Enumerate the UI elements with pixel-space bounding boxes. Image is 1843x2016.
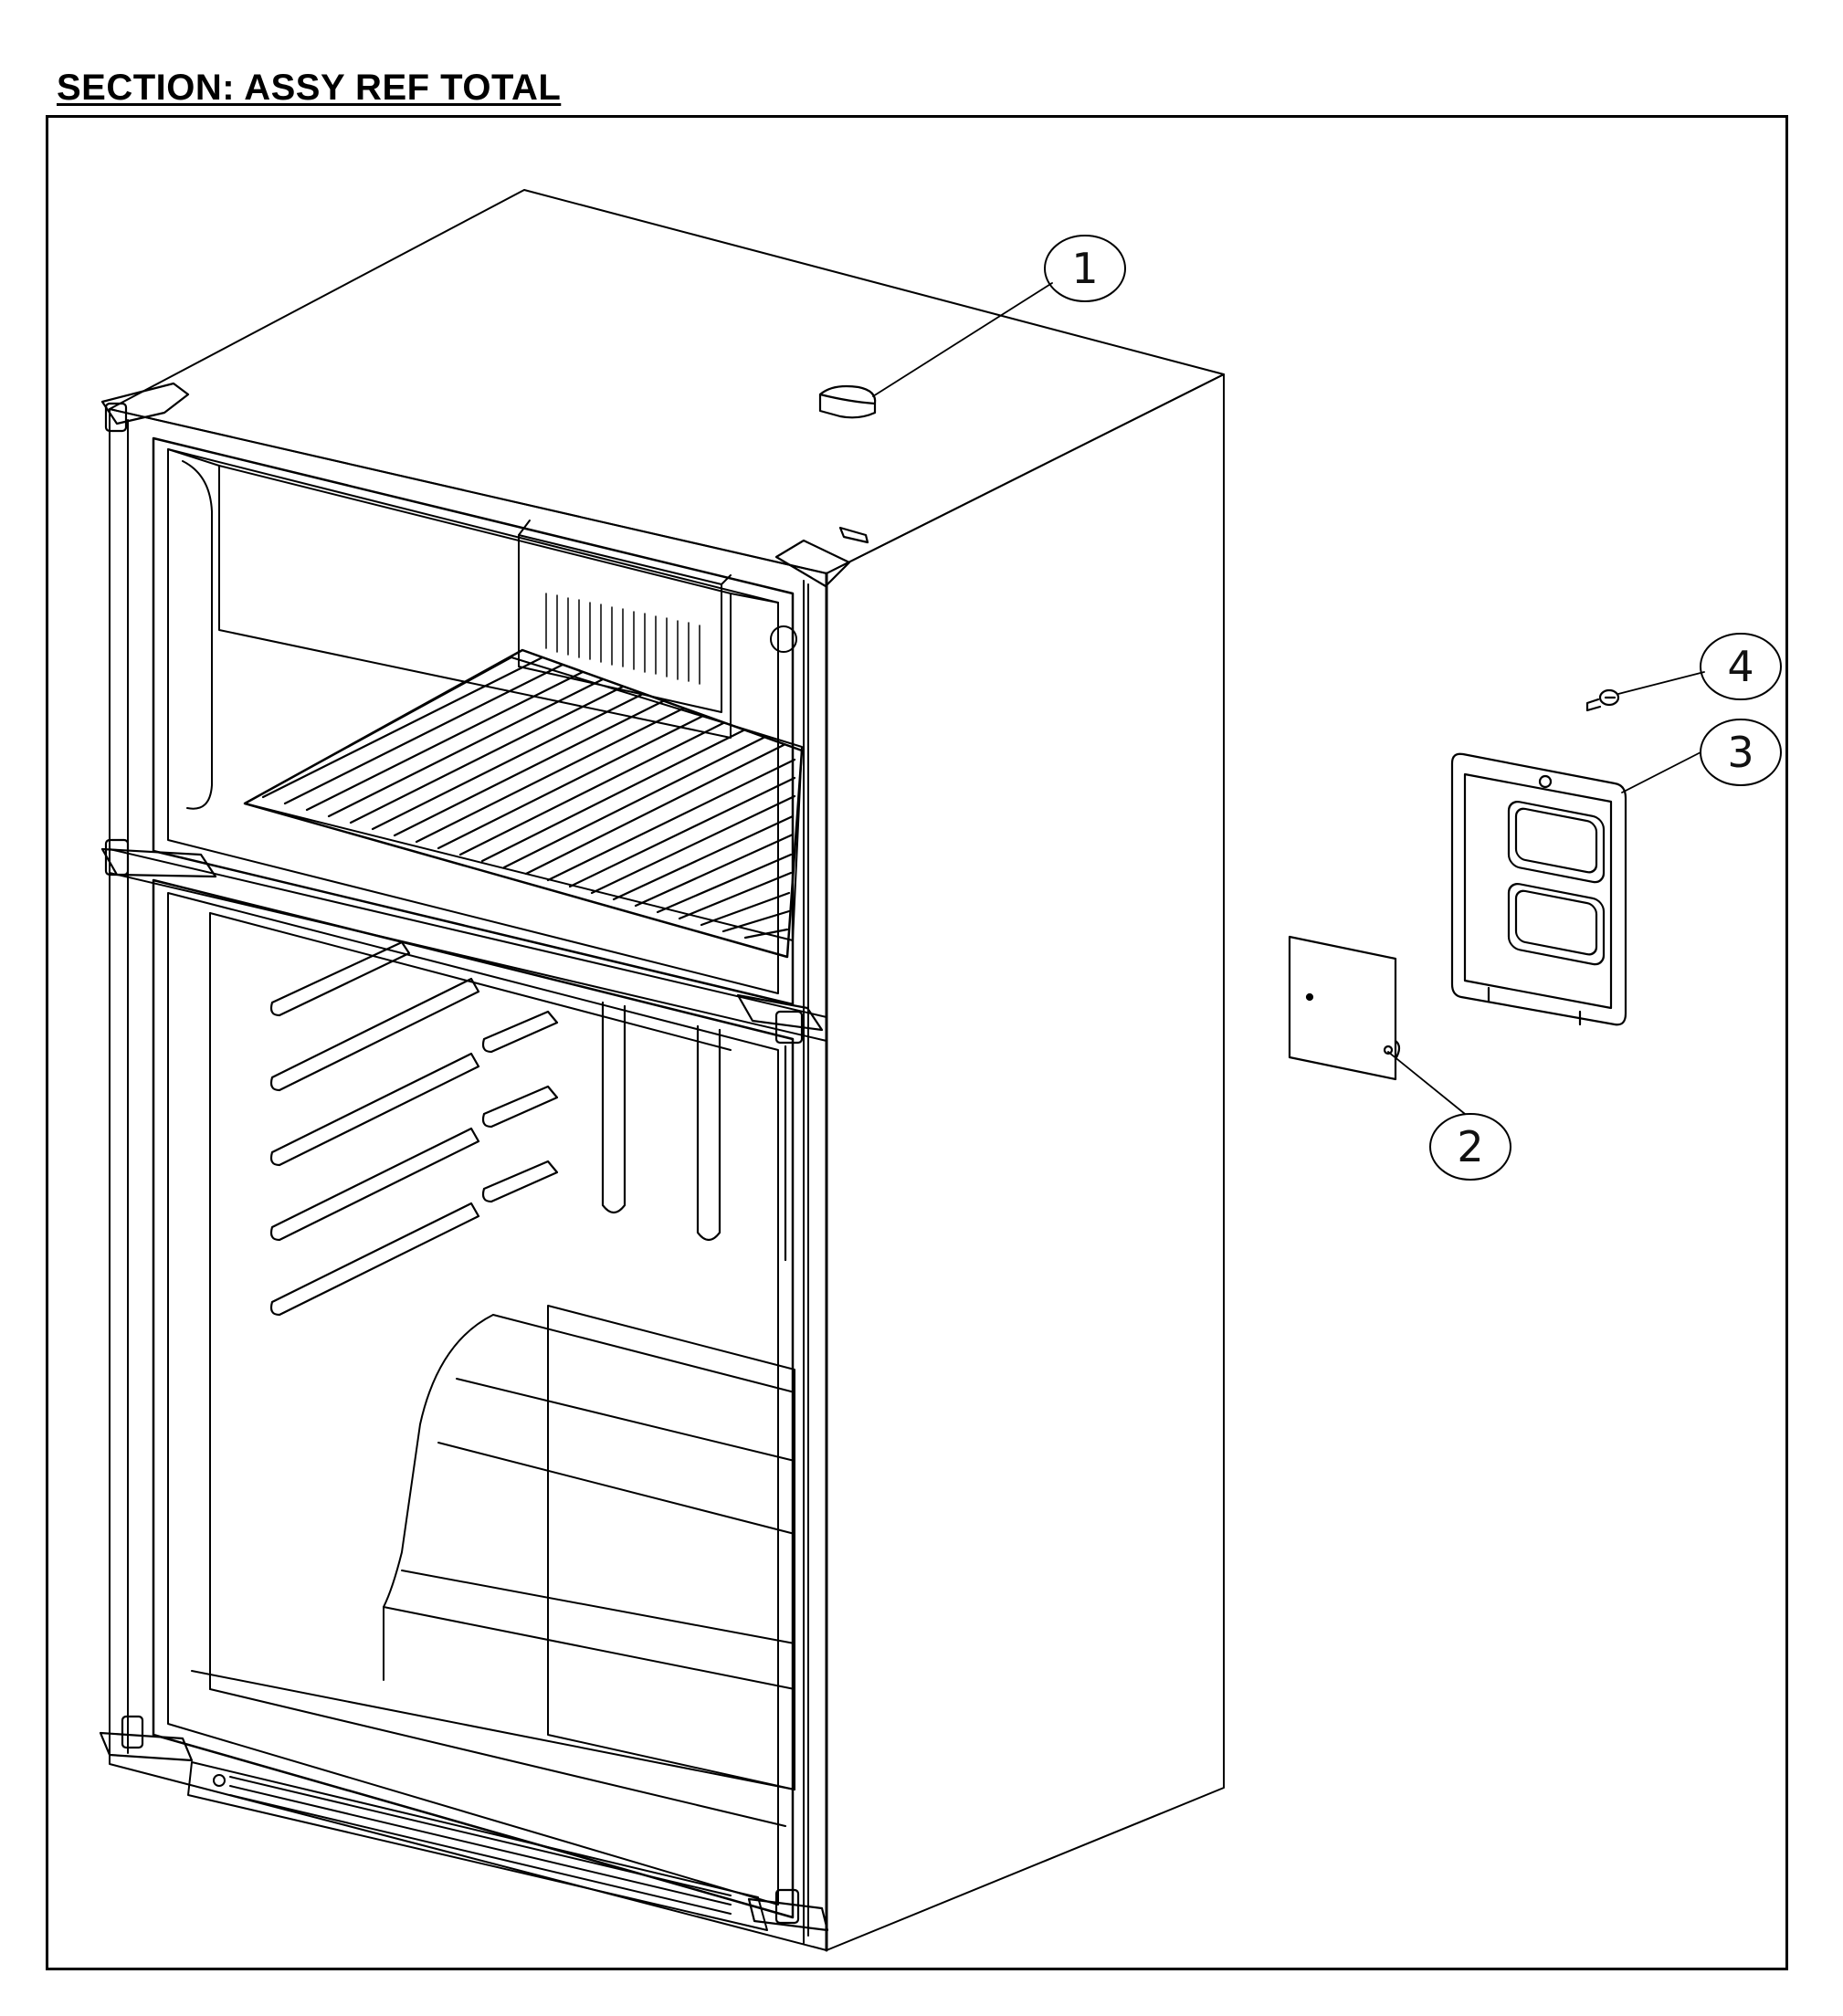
part-3-control-housing [1450,752,1627,1026]
callout-2-label: 2 [1457,1122,1483,1171]
section-title: SECTION: ASSY REF TOTAL [57,68,562,108]
callout-2: 2 [1429,1113,1511,1181]
refrigerator-cabinet [109,189,1225,1952]
callout-1: 1 [1044,235,1126,302]
divider-rail [109,848,827,1042]
diagram-frame [46,115,1788,1970]
base-grille [187,1761,768,1931]
part-4-screw [1585,688,1620,712]
cabinet-right-side [826,373,1225,1951]
freezer-compartment [152,436,804,1006]
evaporator-cover [518,534,722,713]
cabinet-top [109,189,1225,574]
callout-4: 4 [1700,633,1782,700]
cooling-tubes [601,1001,787,1262]
shelf-rails [269,940,559,1317]
fresh-food-compartment [152,878,795,1919]
shelf-wires [261,656,796,940]
callout-3: 3 [1700,719,1782,786]
callout-3-label: 3 [1727,728,1753,777]
leader-lines [872,282,1705,1115]
cabinet-front [109,408,827,1951]
callout-4-label: 4 [1727,642,1753,691]
hinges [99,382,869,1932]
callout-1-label: 1 [1071,244,1098,293]
part-2-cover-plate [1288,935,1401,1081]
evaporator-fins [545,593,700,685]
part-1-top-cap [818,384,877,419]
